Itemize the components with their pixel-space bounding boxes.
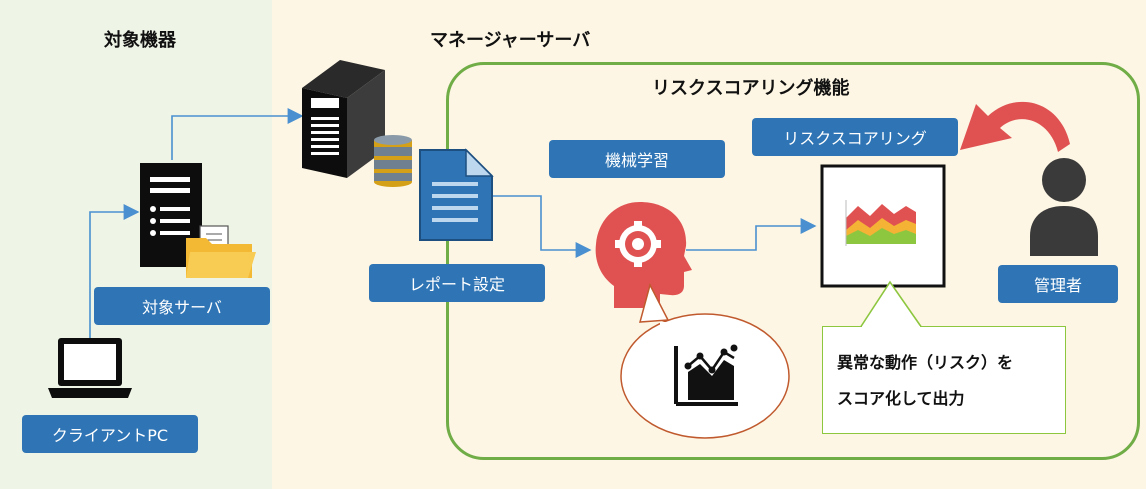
target-devices-heading: 対象機器 [104,30,176,51]
manager-server-icon [302,60,385,178]
folder-icon [186,225,256,278]
client-pc-label: クライアントPC [22,415,198,453]
report-to-ml-connector [493,195,592,258]
risk-score-callout: 異常な動作（リスク）を スコア化して出力 [822,326,1066,434]
risk-scoring-function-heading: リスクスコアリング機能 [652,78,850,99]
server-to-manager-connector [171,108,304,160]
analysis-thought-bubble [620,282,790,439]
callout-pointer [859,280,923,329]
ml-to-scoring-connector [686,218,817,251]
client-laptop-icon [48,338,132,398]
risk-scoring-function-box [446,62,1140,460]
analytics-chart-icon [674,344,738,406]
callout-line-2: スコア化して出力 [837,389,965,408]
target-server-label: 対象サーバ [94,287,270,325]
risk-scoring-label: リスクスコアリング [752,118,958,156]
administrator-label: 管理者 [998,265,1118,303]
callout-line-1: 異常な動作（リスク）を [837,353,1014,372]
report-settings-label: レポート設定 [369,264,545,302]
client-to-server-connector [89,204,140,338]
admin-to-scoring-arrow [960,101,1070,152]
risk-score-display-icon [820,164,946,288]
machine-learning-head-icon [595,202,692,308]
callout-pointer-joint [862,326,920,329]
report-document-icon [419,148,494,241]
administrator-person-icon [1030,158,1098,256]
machine-learning-label: 機械学習 [549,140,725,178]
manager-server-heading: マネージャーサーバ [430,30,591,51]
database-icon [374,135,412,187]
